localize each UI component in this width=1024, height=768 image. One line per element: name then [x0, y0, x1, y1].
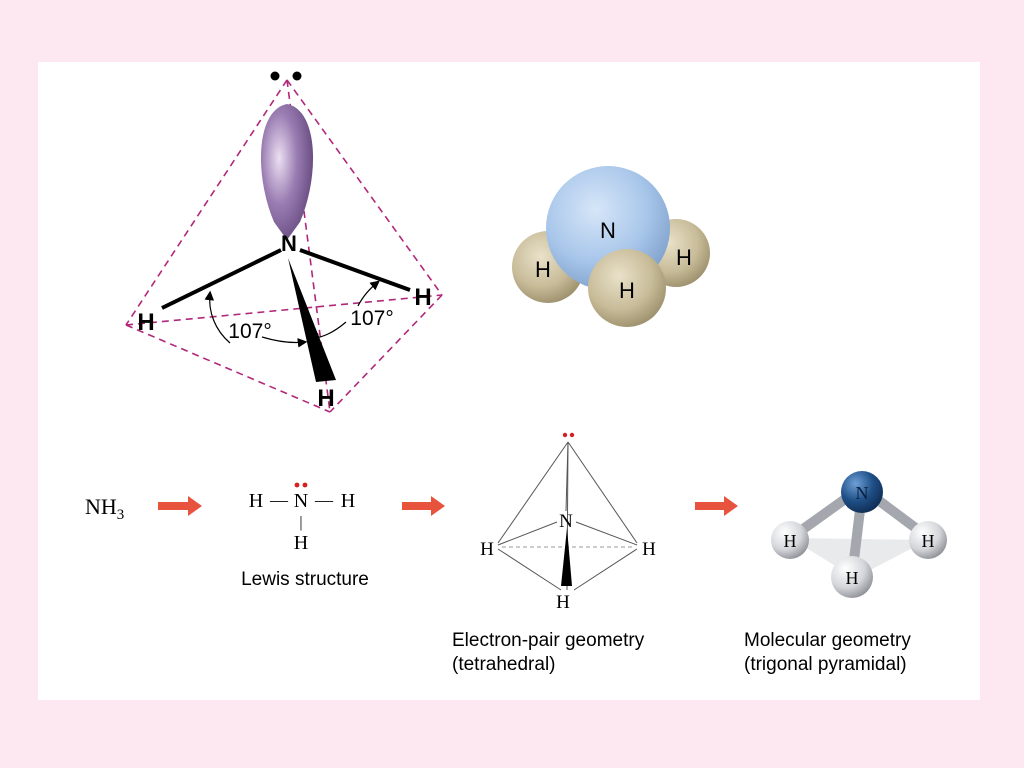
lewis-n: N: [294, 490, 308, 512]
lewis-bond-left: —: [269, 490, 289, 510]
orbital-model: N H H H 107° 107°: [125, 71, 443, 413]
angle-arrow: [261, 336, 308, 348]
ep-lone-pair-dot: [562, 432, 568, 438]
ep-caption-line2: (tetrahedral): [452, 654, 556, 675]
wedge-bond: [288, 258, 336, 382]
lewis-structure: H — N — H | H Lewis structure: [241, 482, 369, 590]
bond-line: [299, 248, 411, 292]
angle-arrow: [204, 290, 231, 344]
ep-h-right: H: [642, 539, 656, 560]
hydrogen-label: H: [619, 278, 635, 303]
ball-h-atom: [909, 521, 947, 559]
ball-h-atom: [831, 556, 873, 598]
mg-caption-line1: Molecular geometry: [744, 630, 911, 651]
lewis-h-right: H: [341, 490, 355, 512]
formula-subscript: 3: [117, 507, 125, 523]
angle-arrow: [309, 321, 347, 343]
hydrogen-sphere: [588, 249, 666, 327]
lewis-bond-right: —: [314, 490, 334, 510]
space-filling-model: N H H H: [512, 166, 710, 327]
bond-line: [161, 248, 282, 310]
lewis-h-left: H: [249, 490, 263, 512]
lone-pair-orbital-lobe: [260, 104, 314, 240]
ball-n-atom: [841, 471, 883, 513]
lewis-lone-pair-dot: [294, 482, 300, 488]
diagram-panel: [38, 62, 980, 700]
mg-h-right: H: [922, 531, 935, 551]
ep-lone-pair-dot: [569, 432, 575, 438]
hydrogen-label-bottom: H: [317, 385, 334, 412]
mg-h-bottom: H: [846, 568, 859, 588]
hydrogen-label-left: H: [137, 309, 154, 336]
ball-h-atom: [771, 521, 809, 559]
nitrogen-label: N: [281, 231, 297, 256]
molecular-geometry-model: N H H H Molecular geometry (trigonal pyr…: [744, 471, 947, 675]
bond-angle-label-left: 107°: [228, 320, 271, 343]
hydrogen-label-right: H: [414, 284, 431, 311]
ep-n-label: N: [559, 511, 573, 532]
hydrogen-label: H: [676, 245, 692, 270]
lewis-bond-down: |: [299, 514, 302, 531]
lone-pair-dot: [270, 71, 280, 81]
lewis-h-bottom: H: [294, 532, 308, 554]
mg-n-label: N: [856, 483, 869, 503]
lone-pair-dot: [292, 71, 302, 81]
lewis-caption: Lewis structure: [241, 569, 369, 590]
electron-pair-geometry: N H H H Electron-pair geometry (tetrahed…: [452, 432, 656, 675]
mg-caption-line2: (trigonal pyramidal): [744, 654, 907, 675]
formula-main: NH: [85, 494, 117, 519]
nitrogen-label: N: [600, 218, 616, 243]
step-arrow: [695, 496, 738, 516]
angle-arrow: [357, 280, 380, 307]
hydrogen-label: H: [535, 257, 551, 282]
ep-wedge-bond: [561, 528, 572, 586]
bond-angle-label-right: 107°: [350, 307, 393, 330]
ep-h-left: H: [480, 539, 494, 560]
ep-h-bottom: H: [556, 592, 570, 613]
ep-caption-line1: Electron-pair geometry: [452, 630, 645, 651]
lewis-lone-pair-dot: [302, 482, 308, 488]
mg-h-left: H: [784, 531, 797, 551]
step-arrow: [158, 496, 202, 516]
chemical-formula: NH3: [85, 494, 124, 523]
step-arrow: [402, 496, 445, 516]
